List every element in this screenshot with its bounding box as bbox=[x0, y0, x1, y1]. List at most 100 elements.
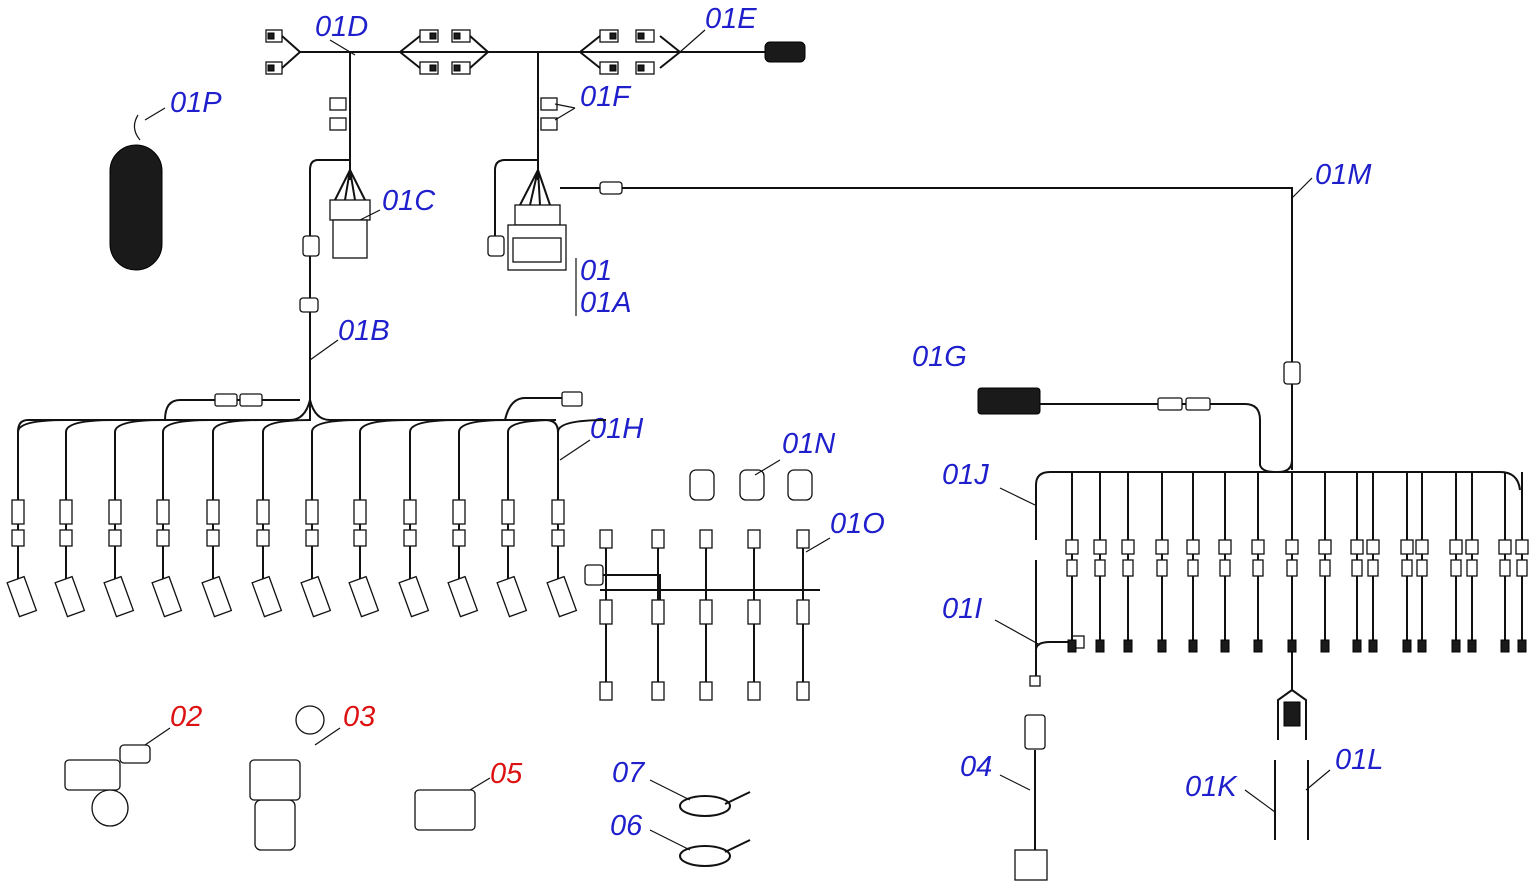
harness-01j-connector bbox=[1122, 559, 1134, 577]
harness-01j-connector bbox=[1319, 559, 1331, 577]
harness-01j-connector bbox=[1318, 539, 1332, 555]
harness-01j-connector bbox=[1251, 539, 1265, 555]
harness-01h-connector bbox=[108, 499, 122, 525]
harness-01j-connector bbox=[1450, 559, 1462, 577]
harness-01h-drop bbox=[458, 419, 508, 433]
harness-01j-connector bbox=[1466, 559, 1478, 577]
harness-01o-connector bbox=[651, 681, 665, 701]
harness-01h-drop bbox=[65, 419, 115, 433]
harness-01j-connector bbox=[1187, 559, 1199, 577]
harness-01h-plug bbox=[54, 575, 86, 618]
harness-01h-connector bbox=[206, 499, 220, 525]
label-05: 05 bbox=[490, 758, 523, 790]
part-labels: 01D 01E 01P 01F 01C 01M 01 01A 01B 01G 0… bbox=[170, 3, 1383, 842]
harness-01h-plug bbox=[251, 575, 283, 618]
valve-05 bbox=[414, 777, 491, 831]
harness-01h-connector bbox=[59, 499, 73, 525]
harness-01j-connector bbox=[1516, 559, 1528, 577]
harness-01h-connector bbox=[452, 529, 466, 547]
harness-01o-connector bbox=[651, 599, 665, 625]
label-01e: 01E bbox=[705, 3, 757, 35]
filter-03 bbox=[249, 705, 325, 851]
harness-01h-connector bbox=[256, 499, 270, 525]
harness-01o bbox=[584, 564, 820, 600]
label-01a: 01A bbox=[580, 287, 632, 319]
harness-01j-connector bbox=[1067, 639, 1077, 653]
harness-01h-connector bbox=[305, 499, 319, 525]
harness-01j-connector bbox=[1095, 639, 1105, 653]
harness-01j-connector bbox=[1186, 539, 1200, 555]
harness-01h-connector bbox=[551, 499, 565, 525]
harness-01j-connector bbox=[1157, 639, 1167, 653]
harness-01o-connector bbox=[599, 529, 613, 549]
harness-01h-connector bbox=[59, 529, 73, 547]
harness-01j-connector bbox=[1417, 639, 1427, 653]
harness-01h-connector bbox=[256, 529, 270, 547]
module-01c bbox=[299, 159, 371, 420]
harness-01h-connector bbox=[403, 499, 417, 525]
harness-01h-connector bbox=[403, 529, 417, 547]
harness-01h-connector bbox=[452, 499, 466, 525]
connectors-01f bbox=[329, 52, 558, 180]
label-01o: 01O bbox=[830, 508, 885, 540]
label-04: 04 bbox=[960, 751, 992, 783]
harness-01h-plug bbox=[546, 575, 578, 618]
harness-04 bbox=[999, 714, 1048, 881]
label-01c: 01C bbox=[382, 185, 436, 217]
harness-01h-drop bbox=[359, 419, 409, 433]
harness-01h-drop bbox=[311, 419, 361, 433]
harness-01h-plug bbox=[6, 575, 38, 618]
harness-01o-connector bbox=[699, 599, 713, 625]
harness-01h-connector bbox=[206, 529, 220, 547]
harness-01j-connector bbox=[1156, 559, 1168, 577]
label-01m: 01M bbox=[1315, 159, 1372, 191]
cable-ties bbox=[649, 779, 751, 867]
harness-01j-connector bbox=[1368, 639, 1378, 653]
harness-01h-drop bbox=[409, 419, 459, 433]
harness-01h-drop bbox=[507, 419, 557, 433]
harness-01h-connector bbox=[156, 529, 170, 547]
harness-01o-connector bbox=[796, 529, 810, 549]
coiled-cable-icon bbox=[764, 41, 806, 63]
harness-01j-connector bbox=[1188, 639, 1198, 653]
harness-01h-connector bbox=[156, 499, 170, 525]
harness-01h-drop bbox=[17, 419, 67, 433]
harness-01j-connector bbox=[1416, 559, 1428, 577]
harness-01h-plug bbox=[300, 575, 332, 618]
harness-01h-drop bbox=[114, 419, 164, 433]
label-07: 07 bbox=[612, 757, 646, 789]
harness-01o-connector bbox=[699, 681, 713, 701]
harness-01j-connector bbox=[1287, 639, 1297, 653]
ecu-01 bbox=[487, 159, 577, 316]
harness-01j-connector bbox=[1352, 639, 1362, 653]
harness-01j-connector bbox=[1351, 559, 1363, 577]
harness-01j-connector bbox=[1123, 639, 1133, 653]
harness-01o-connector bbox=[747, 529, 761, 549]
harness-01j-connector bbox=[1066, 559, 1078, 577]
harness-01h-drop bbox=[262, 419, 312, 433]
label-01g: 01G bbox=[912, 341, 967, 373]
harness-01j-connector bbox=[1320, 639, 1330, 653]
harness-01h-drop bbox=[162, 419, 212, 433]
label-01i: 01I bbox=[942, 593, 982, 625]
label-01: 01 bbox=[580, 255, 612, 287]
harness-01j-connector bbox=[1252, 559, 1264, 577]
label-01h: 01H bbox=[590, 413, 643, 445]
harness-01h-connector bbox=[353, 499, 367, 525]
harness-01h-connector bbox=[11, 529, 25, 547]
sensors-01n bbox=[689, 459, 813, 501]
harness-01j-connector bbox=[1498, 539, 1512, 555]
harness-01h-connector bbox=[501, 499, 515, 525]
harness-01o-connector bbox=[796, 681, 810, 701]
harness-01o-connector bbox=[599, 599, 613, 625]
leader-lines bbox=[144, 29, 1331, 813]
harness-01j-connector bbox=[1065, 539, 1079, 555]
harness-01j-connector bbox=[1415, 539, 1429, 555]
harness-01m bbox=[560, 177, 1313, 470]
harness-01h-plug bbox=[496, 575, 528, 618]
harness-01o-connector bbox=[699, 529, 713, 549]
harness-01h-connector bbox=[551, 529, 565, 547]
harness-01h-plug bbox=[151, 575, 183, 618]
harness-01h-plug bbox=[348, 575, 380, 618]
